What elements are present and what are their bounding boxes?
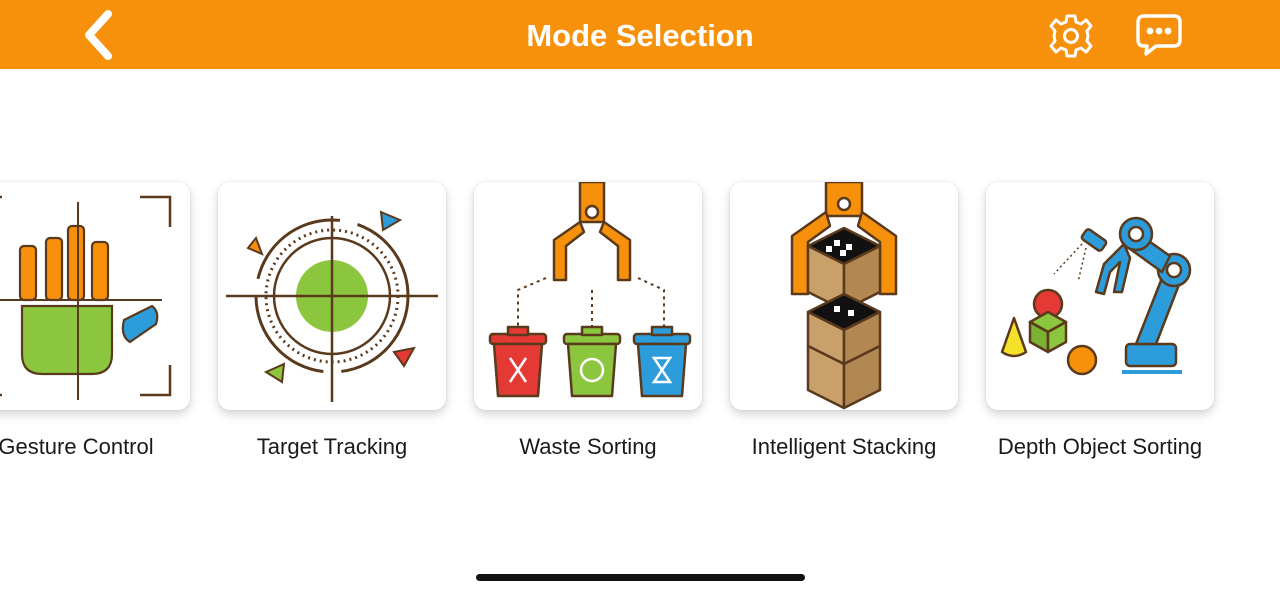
mode-label-waste-sorting: Waste Sorting: [519, 434, 657, 459]
mode-label-intelligent-stacking: Intelligent Stacking: [751, 434, 937, 459]
mode-card-gesture-control[interactable]: [0, 182, 190, 410]
mode-label-gesture-control: Gesture Control: [0, 434, 154, 459]
mode-card-waste-sorting[interactable]: [474, 182, 702, 410]
chat-bubble-icon: [1136, 14, 1182, 56]
chevron-left-icon: [85, 10, 112, 60]
gripper-bins-icon: [488, 182, 692, 398]
top-bar: Mode Selection: [0, 0, 1280, 69]
crosshair-icon: [226, 210, 438, 402]
mode-card-depth-object-sorting[interactable]: [986, 182, 1214, 410]
stacking-boxes-icon: [790, 182, 898, 410]
gear-icon: [1049, 14, 1093, 58]
settings-button[interactable]: [1046, 11, 1096, 61]
mode-label-depth-object-sorting: Depth Object Sorting: [997, 434, 1203, 459]
hand-icon: [0, 195, 172, 400]
robot-arm-icon: [1000, 216, 1192, 376]
chat-button[interactable]: [1134, 10, 1184, 60]
home-indicator: [476, 574, 805, 581]
back-button[interactable]: [72, 8, 124, 62]
mode-card-target-tracking[interactable]: [218, 182, 446, 410]
mode-label-target-tracking: Target Tracking: [256, 434, 408, 459]
mode-card-intelligent-stacking[interactable]: [730, 182, 958, 410]
